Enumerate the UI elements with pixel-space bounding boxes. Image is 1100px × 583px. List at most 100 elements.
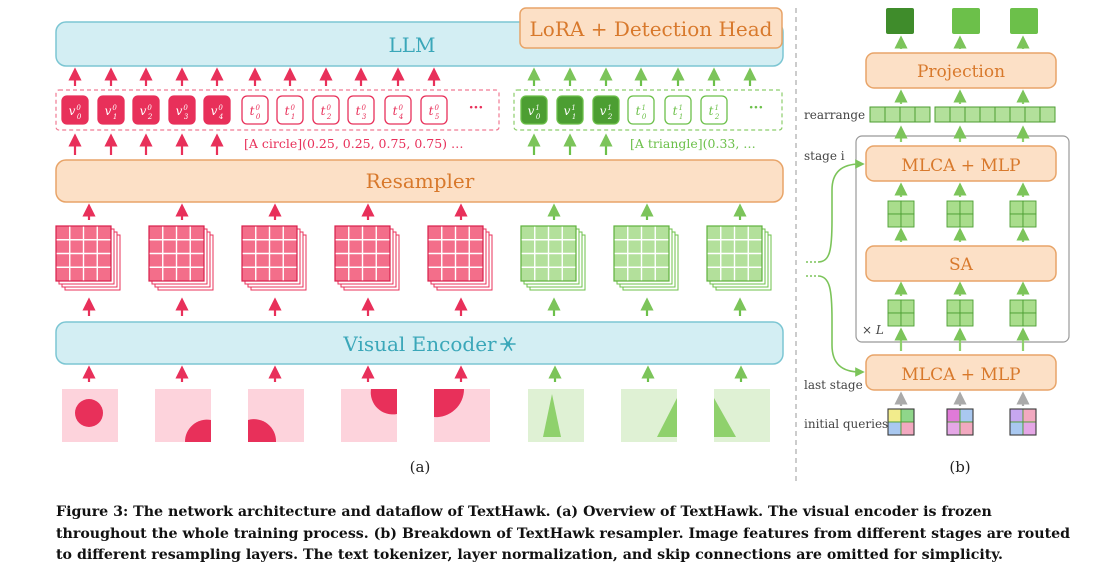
- rearranged-token: [994, 106, 1011, 123]
- last-stage-label: last stage: [804, 378, 863, 392]
- rearranged-token: [964, 106, 981, 123]
- svg-text:v01: v01: [105, 104, 118, 121]
- input-images: [62, 389, 770, 442]
- triangle-image: [621, 389, 677, 442]
- lora-detection-head-block: [519, 7, 783, 49]
- sa-block: [865, 245, 1057, 282]
- stage-routing: [806, 159, 865, 377]
- panel-b-label: (b): [949, 458, 970, 476]
- svg-text:v12: v12: [600, 104, 613, 121]
- svg-text:t12: t12: [709, 104, 720, 121]
- visual-encoder-label: Visual Encoder: [342, 332, 497, 356]
- stage-query-grid: [1009, 299, 1037, 327]
- svg-text:v02: v02: [140, 104, 153, 121]
- green-ellipsis: ···: [749, 100, 764, 116]
- green-feature-map: [706, 225, 772, 291]
- projection-label: Projection: [917, 62, 1005, 82]
- output-square-3: [1010, 8, 1038, 34]
- svg-text:t10: t10: [636, 104, 647, 121]
- svg-text:t00: t00: [250, 104, 261, 121]
- stage-query-grid: [1009, 200, 1037, 228]
- times-l-label: × L: [862, 323, 884, 337]
- mlca-mlp-last-block: [865, 354, 1057, 391]
- rearrange-label: rearrange: [804, 108, 865, 122]
- stage-query-grid: [887, 200, 915, 228]
- rearranged-token: [1039, 106, 1056, 123]
- mlca-mlp-last-label: MLCA + MLP: [901, 365, 1020, 385]
- figure-caption: Figure 3: The network architecture and d…: [56, 504, 1071, 563]
- rearranged-token: [869, 106, 886, 123]
- circle-image: [155, 389, 211, 442]
- initial-query-grid: [1009, 408, 1037, 436]
- svg-text:t05: t05: [429, 104, 440, 121]
- green-feature-map: [520, 225, 586, 291]
- svg-text:t02: t02: [321, 104, 332, 121]
- mlca-mlp-block: [865, 145, 1057, 182]
- red-feature-map: [241, 225, 307, 291]
- resampler-label: Resampler: [366, 169, 475, 193]
- svg-text:t11: t11: [673, 104, 684, 121]
- circle-image: [434, 389, 490, 442]
- circle-image: [341, 389, 397, 442]
- sa-label: SA: [949, 255, 974, 275]
- red-feature-map: [148, 225, 214, 291]
- mlca-mlp-label: MLCA + MLP: [901, 156, 1020, 176]
- green-feature-map: [613, 225, 679, 291]
- green-text-tokens: [A triangle](0.33, …: [630, 136, 756, 151]
- svg-text:t01: t01: [285, 104, 296, 121]
- red-token-group: [55, 89, 500, 131]
- resampler-block: [55, 159, 784, 203]
- initial-query-grid: [887, 408, 915, 436]
- snowflake-icon: [500, 337, 516, 351]
- triangle-image: [714, 389, 770, 442]
- red-feature-map: [334, 225, 400, 291]
- visual-encoder-block: [55, 321, 784, 365]
- red-feature-map: [55, 225, 121, 291]
- llm-label: LLM: [388, 33, 435, 57]
- initial-query-grid: [946, 408, 974, 436]
- rearranged-token: [949, 106, 966, 123]
- feature-maps: [55, 203, 772, 316]
- svg-text:t04: t04: [393, 104, 404, 121]
- panel-a-label: (a): [410, 458, 431, 476]
- svg-text:v11: v11: [564, 104, 577, 121]
- lora-detection-head-label: LoRA + Detection Head: [530, 17, 773, 41]
- svg-text:v10: v10: [528, 104, 541, 121]
- panel-b-arrows: [894, 35, 1030, 406]
- triangle-image: [528, 389, 584, 442]
- rearranged-token: [979, 106, 996, 123]
- rearranged-token: [1009, 106, 1026, 123]
- red-ellipsis: ···: [469, 100, 484, 116]
- rearranged-token: [914, 106, 931, 123]
- stage-query-grid: [946, 200, 974, 228]
- rearranged-token: [934, 106, 951, 123]
- rearranged-tokens: [869, 106, 1056, 123]
- stage-query-grid: [887, 299, 915, 327]
- stage-i-label: stage i: [804, 149, 845, 163]
- stage-query-grid: [946, 299, 974, 327]
- circle-image: [62, 389, 118, 442]
- output-square-2: [952, 8, 980, 34]
- svg-text:v04: v04: [211, 104, 224, 121]
- green-token-group: [513, 89, 783, 131]
- rearranged-token: [884, 106, 901, 123]
- rearranged-token: [1024, 106, 1041, 123]
- red-feature-map: [427, 225, 493, 291]
- panel-b: Projection rearrange × L stage i MLCA + …: [804, 8, 1070, 476]
